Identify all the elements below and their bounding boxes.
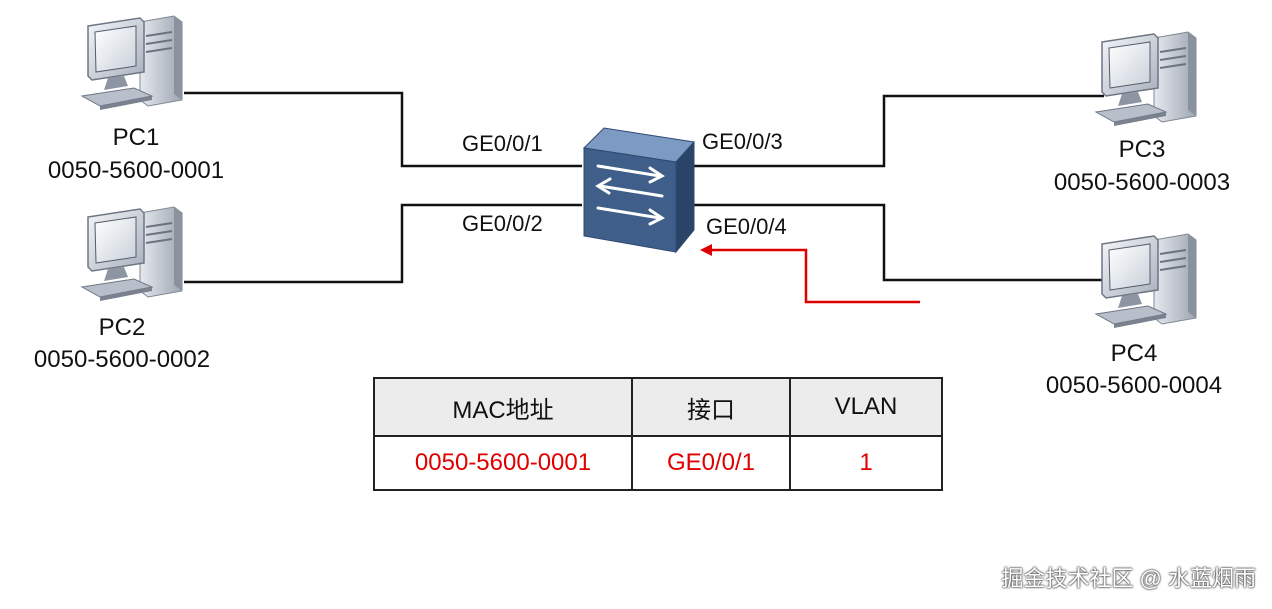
table-header-row: MAC地址 接口 VLAN xyxy=(373,377,943,437)
watermark-text: 掘金技术社区 @ 水蓝烟雨 xyxy=(1001,566,1256,591)
pc1-name: PC1 xyxy=(112,124,160,151)
link-pc3 xyxy=(688,94,1104,168)
port-label-ge0-0-3: GE0/0/3 xyxy=(702,129,783,154)
pc3-mac: 0050-5600-0003 xyxy=(1053,169,1231,196)
pc4-name: PC4 xyxy=(1110,340,1158,367)
header-vlan: VLAN xyxy=(789,377,943,437)
port-label-ge0-0-1: GE0/0/1 xyxy=(462,131,543,156)
header-interface: 接口 xyxy=(631,377,791,437)
port-label-ge0-0-4: GE0/0/4 xyxy=(706,214,787,239)
cell-vlan: 1 xyxy=(789,435,943,491)
pc2-name: PC2 xyxy=(98,314,146,341)
pc2-mac: 0050-5600-0002 xyxy=(33,346,211,373)
pc1-icon xyxy=(81,15,183,111)
switch-icon xyxy=(582,127,695,254)
link-pc4 xyxy=(688,203,1104,282)
link-pc2 xyxy=(184,203,582,284)
frame-arrow-head xyxy=(700,244,712,256)
pc4-icon xyxy=(1095,233,1197,329)
cell-interface: GE0/0/1 xyxy=(631,435,791,491)
header-mac-address: MAC地址 xyxy=(373,377,633,437)
table-row: 0050-5600-0001 GE0/0/1 1 xyxy=(373,435,943,491)
link-pc1 xyxy=(184,91,582,168)
frame-arrow xyxy=(710,248,920,304)
pc4-mac: 0050-5600-0004 xyxy=(1045,372,1223,399)
cell-mac: 0050-5600-0001 xyxy=(373,435,633,491)
mac-address-table: MAC地址 接口 VLAN 0050-5600-0001 GE0/0/1 1 xyxy=(373,377,943,491)
pc3-icon xyxy=(1095,31,1197,127)
pc2-icon xyxy=(81,206,183,302)
pc1-mac: 0050-5600-0001 xyxy=(47,157,225,184)
port-label-ge0-0-2: GE0/0/2 xyxy=(462,211,543,236)
pc3-name: PC3 xyxy=(1118,136,1166,163)
